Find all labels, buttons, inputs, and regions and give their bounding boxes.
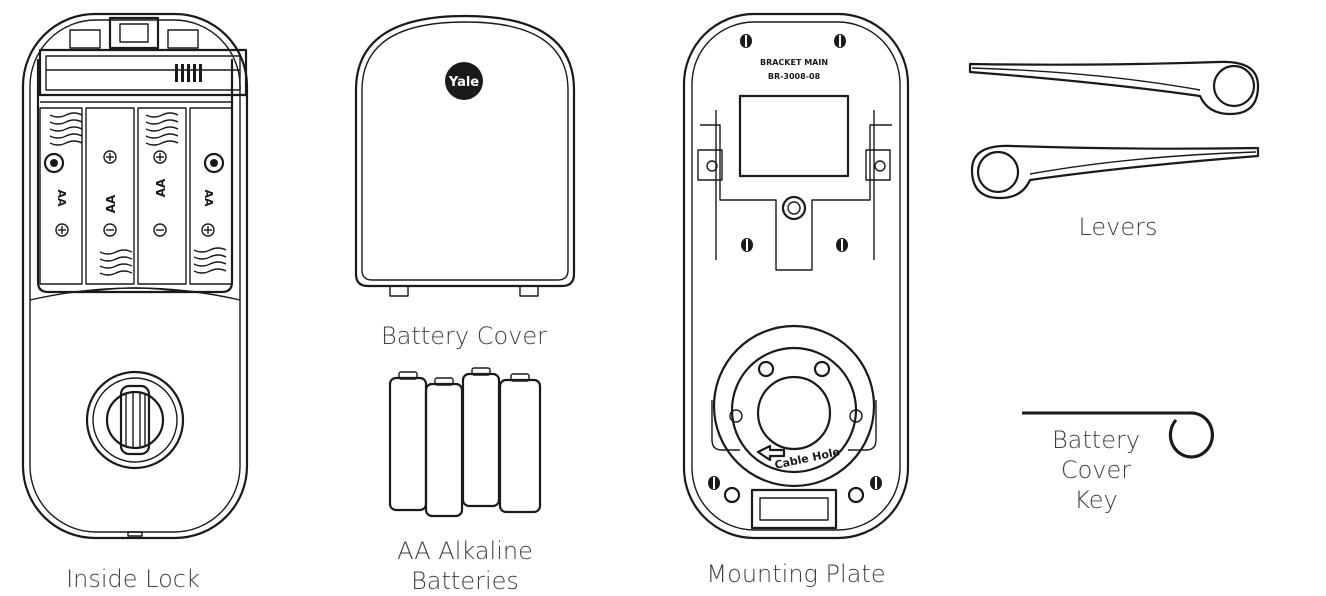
battery-aa-marking: AA (154, 178, 168, 197)
part-number-text: BR-3008-08 (768, 72, 821, 81)
battery-cover-drawing: Yale (354, 14, 576, 297)
aa-batteries-label-line1: AA Alkaline (397, 537, 533, 565)
levers-drawing (968, 60, 1260, 200)
levers-label: Levers (1078, 213, 1158, 241)
battery-aa-marking: AA (202, 189, 215, 207)
battery-cover-key-drawing (1022, 411, 1214, 459)
aa-batteries-label-line2: Batteries (411, 567, 519, 595)
battery-cover-key-label-line2: Cover (1060, 456, 1132, 484)
battery-cover-key-label-line1: Battery (1051, 426, 1141, 454)
yale-logo-text: Yale (448, 75, 479, 90)
mounting-plate-label: Mounting Plate (706, 560, 886, 588)
bracket-main-text: BRACKET MAIN (760, 58, 828, 67)
aa-batteries-drawing (388, 367, 542, 518)
inside-lock-drawing: AA AA AA AA (21, 12, 249, 540)
inside-lock-label: Inside Lock (66, 565, 200, 593)
battery-aa-marking: AA (104, 194, 118, 213)
battery-cover-key-label-line3: Key (1074, 486, 1118, 514)
battery-cover-label: Battery Cover (381, 322, 547, 350)
yale-logo (445, 62, 483, 100)
mounting-plate-drawing: BRACKET MAIN BR-3008-08 Cable Hole (682, 12, 910, 540)
battery-aa-marking: AA (55, 189, 68, 207)
